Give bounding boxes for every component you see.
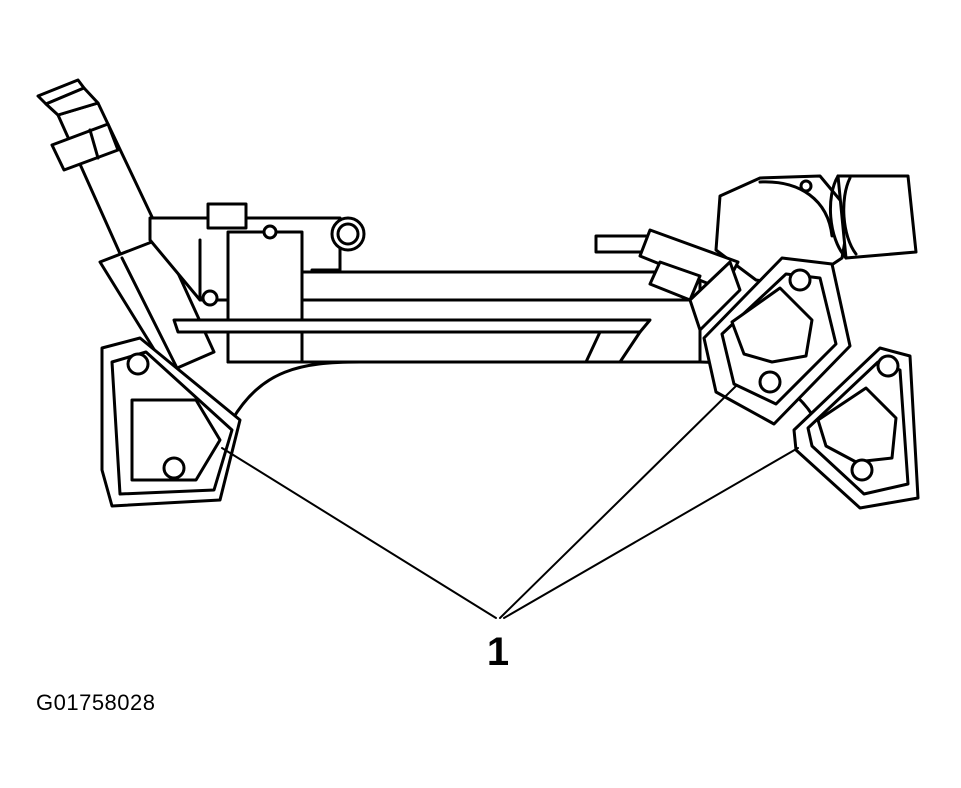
outlet-housing: [596, 176, 916, 330]
callout-label: 1: [486, 630, 510, 674]
middle-flange: [704, 258, 850, 424]
leader-line-left: [222, 448, 496, 618]
right-flange: [794, 348, 918, 508]
callout-leaders: [222, 386, 798, 618]
figure-id: G01758028: [36, 690, 156, 715]
leader-line-middle: [500, 386, 736, 618]
left-flange: [102, 338, 240, 506]
fill-tube: [38, 80, 214, 372]
horizontal-rail: [174, 272, 700, 362]
leader-line-right: [504, 448, 798, 618]
